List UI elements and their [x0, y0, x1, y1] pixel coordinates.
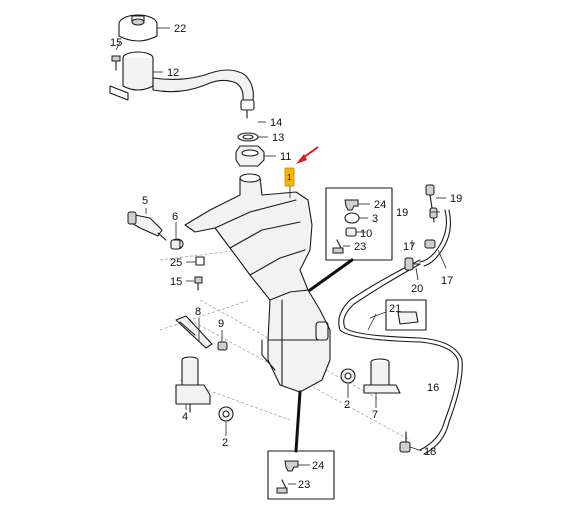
washer-hose[interactable] — [338, 259, 463, 455]
hose-clip[interactable] — [385, 299, 427, 331]
callout-8: 8 — [195, 306, 201, 318]
washer-fluid-tank[interactable] — [184, 173, 331, 393]
callout-1: 1 — [287, 173, 292, 182]
spacer[interactable] — [195, 256, 205, 266]
callout-21: 21 — [389, 303, 401, 315]
grommet-right[interactable] — [340, 368, 356, 384]
callout-5: 5 — [142, 195, 148, 207]
detail-box-upper — [325, 187, 393, 261]
callout-23b: 23 — [298, 479, 310, 491]
grommet[interactable] — [170, 238, 184, 250]
washer-pump-left[interactable] — [175, 356, 211, 413]
hose-fitting[interactable] — [399, 431, 411, 453]
filler-cap[interactable] — [118, 14, 158, 42]
callout-19a: 19 — [450, 193, 462, 205]
callout-19b: 19 — [396, 207, 408, 219]
callout-24b: 24 — [312, 460, 324, 472]
callout-2b: 2 — [344, 399, 350, 411]
callout-6: 6 — [172, 211, 178, 223]
screw-lower[interactable] — [194, 276, 203, 291]
callout-11: 11 — [280, 151, 291, 163]
callout-20: 20 — [411, 283, 423, 295]
drain-plug-tool[interactable] — [175, 315, 213, 349]
callout-2a: 2 — [222, 437, 228, 449]
callout-17a: 17 — [403, 241, 415, 253]
callout-15a: 15 — [110, 37, 122, 49]
callout-13: 13 — [272, 132, 284, 144]
callout-3: 3 — [372, 213, 378, 225]
callout-9: 9 — [218, 318, 224, 330]
callout-23a: 23 — [354, 241, 366, 253]
grommet-lower-left[interactable] — [218, 406, 234, 422]
callout-14: 14 — [270, 117, 282, 129]
callout-18: 18 — [424, 446, 436, 458]
callout-10: 10 — [360, 228, 372, 240]
callout-labels: 1 22 15 12 14 13 11 5 6 25 15 8 9 4 2 2 … — [110, 23, 462, 491]
callout-22: 22 — [174, 23, 186, 35]
callout-12: 12 — [167, 67, 179, 79]
callout-4: 4 — [182, 411, 188, 423]
filler-neck-pipe[interactable] — [109, 51, 255, 119]
highlight-box — [284, 167, 295, 187]
detail-connectors — [294, 258, 387, 453]
leader-lines — [115, 27, 447, 485]
tank-nut[interactable] — [235, 145, 265, 167]
screw-top[interactable] — [111, 55, 121, 71]
detail-box-lower — [267, 450, 335, 500]
callout-16: 16 — [427, 382, 439, 394]
callout-7: 7 — [372, 409, 378, 421]
clip[interactable] — [217, 341, 228, 351]
washer-nozzle[interactable] — [127, 211, 167, 241]
callout-15b: 15 — [170, 276, 182, 288]
callout-24a: 24 — [374, 199, 386, 211]
callout-17b: 17 — [441, 275, 453, 287]
callout-25: 25 — [170, 257, 182, 269]
red-arrow — [296, 146, 319, 164]
washer-pump-right[interactable] — [363, 358, 401, 394]
o-ring[interactable] — [237, 132, 259, 142]
hose-connectors[interactable] — [404, 184, 451, 271]
